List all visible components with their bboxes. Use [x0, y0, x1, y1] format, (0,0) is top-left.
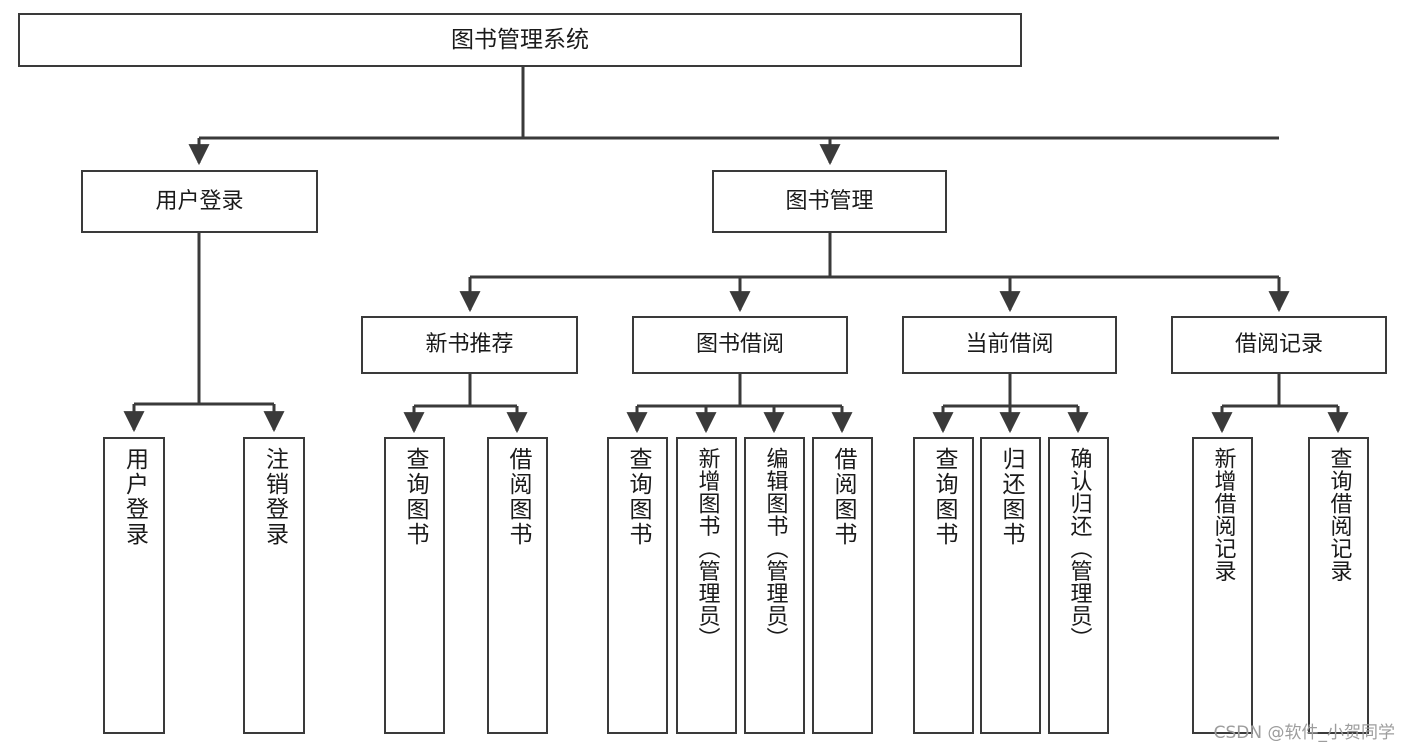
node-label: 查询借阅记录 — [1326, 447, 1352, 582]
node-label: 借阅图书 — [830, 447, 856, 547]
node-current-borrow[interactable]: 当前借阅 — [902, 316, 1117, 374]
node-new-book-recommend[interactable]: 新书推荐 — [361, 316, 578, 374]
node-book-borrow[interactable]: 图书借阅 — [632, 316, 848, 374]
node-label: 新增借阅记录 — [1210, 447, 1236, 582]
node-label: 归还图书 — [998, 447, 1024, 547]
node-label: 编辑图书（管理员） — [762, 447, 788, 650]
node-label: 借阅记录 — [1234, 332, 1323, 358]
node-root-book-management-system[interactable]: 图书管理系统 — [18, 13, 1022, 67]
node-label: 新书推荐 — [425, 332, 514, 358]
node-label: 图书借阅 — [695, 332, 784, 358]
leaf-borrow-query-book[interactable]: 查询图书 — [607, 437, 668, 734]
leaf-record-query-borrow-record[interactable]: 查询借阅记录 — [1308, 437, 1369, 734]
node-label: 当前借阅 — [965, 332, 1054, 358]
leaf-current-return-book[interactable]: 归还图书 — [980, 437, 1041, 734]
leaf-user-login-logout[interactable]: 注销登录 — [243, 437, 305, 734]
node-label: 查询图书 — [402, 447, 428, 547]
node-label: 用户登录 — [121, 447, 148, 547]
node-borrow-record[interactable]: 借阅记录 — [1171, 316, 1387, 374]
node-label: 注销登录 — [261, 447, 288, 547]
leaf-current-confirm-return-admin[interactable]: 确认归还（管理员） — [1048, 437, 1109, 734]
node-label: 查询图书 — [625, 447, 651, 547]
leaf-borrow-edit-book-admin[interactable]: 编辑图书（管理员） — [744, 437, 805, 734]
leaf-new-book-borrow-book[interactable]: 借阅图书 — [487, 437, 548, 734]
leaf-borrow-borrow-book[interactable]: 借阅图书 — [812, 437, 873, 734]
leaf-new-book-query-book[interactable]: 查询图书 — [384, 437, 445, 734]
leaf-current-query-book[interactable]: 查询图书 — [913, 437, 974, 734]
node-book-management[interactable]: 图书管理 — [712, 170, 947, 233]
leaf-user-login-login[interactable]: 用户登录 — [103, 437, 165, 734]
node-user-login[interactable]: 用户登录 — [81, 170, 318, 233]
node-label: 查询图书 — [931, 447, 957, 547]
node-label: 用户登录 — [155, 188, 244, 214]
leaf-record-add-borrow-record[interactable]: 新增借阅记录 — [1192, 437, 1253, 734]
node-label: 图书管理系统 — [451, 26, 589, 53]
csdn-watermark: CSDN @软件_小贺同学 — [1213, 723, 1395, 743]
node-label: 确认归还（管理员） — [1066, 447, 1092, 650]
node-label: 新增图书（管理员） — [694, 447, 720, 650]
node-label: 图书管理 — [785, 188, 874, 214]
leaf-borrow-add-book-admin[interactable]: 新增图书（管理员） — [676, 437, 737, 734]
node-label: 借阅图书 — [505, 447, 531, 547]
